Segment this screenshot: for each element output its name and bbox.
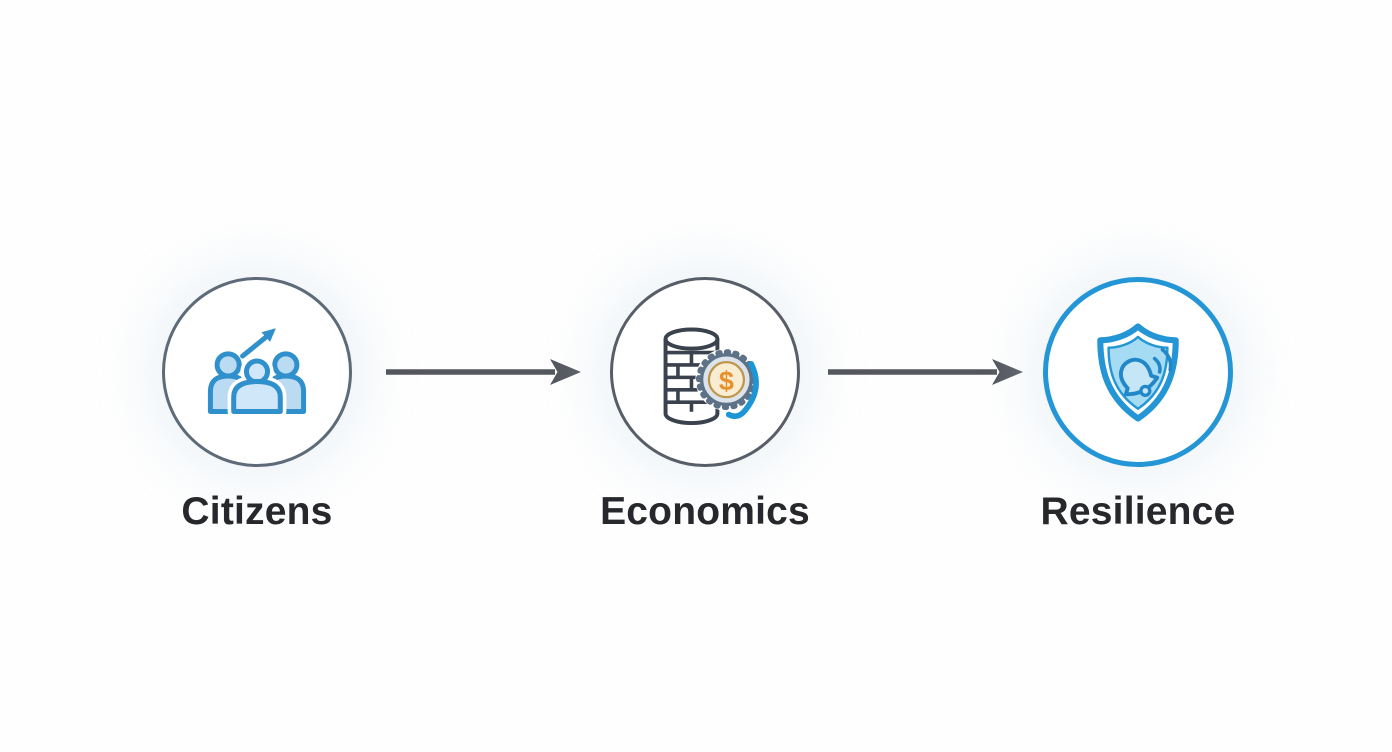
- arrow-connector-1: [386, 359, 581, 385]
- arrow-connector-2: [828, 359, 1023, 385]
- node-label-economics: Economics: [600, 490, 810, 533]
- coin-stack-dollar-badge-icon: $: [663, 327, 759, 426]
- dollar-sign-glyph: $: [719, 366, 734, 396]
- shield-alarm-bell-icon: [1097, 323, 1179, 422]
- node-resilience-circle: [1043, 277, 1233, 467]
- arrow-head: [992, 359, 1023, 385]
- people-growth-icon: [207, 328, 307, 418]
- node-economics-circle: $: [610, 277, 800, 467]
- node-label-resilience: Resilience: [1040, 490, 1236, 533]
- arrow-head: [550, 359, 581, 385]
- node-label-citizens: Citizens: [181, 490, 333, 533]
- node-citizens-circle: [162, 277, 352, 467]
